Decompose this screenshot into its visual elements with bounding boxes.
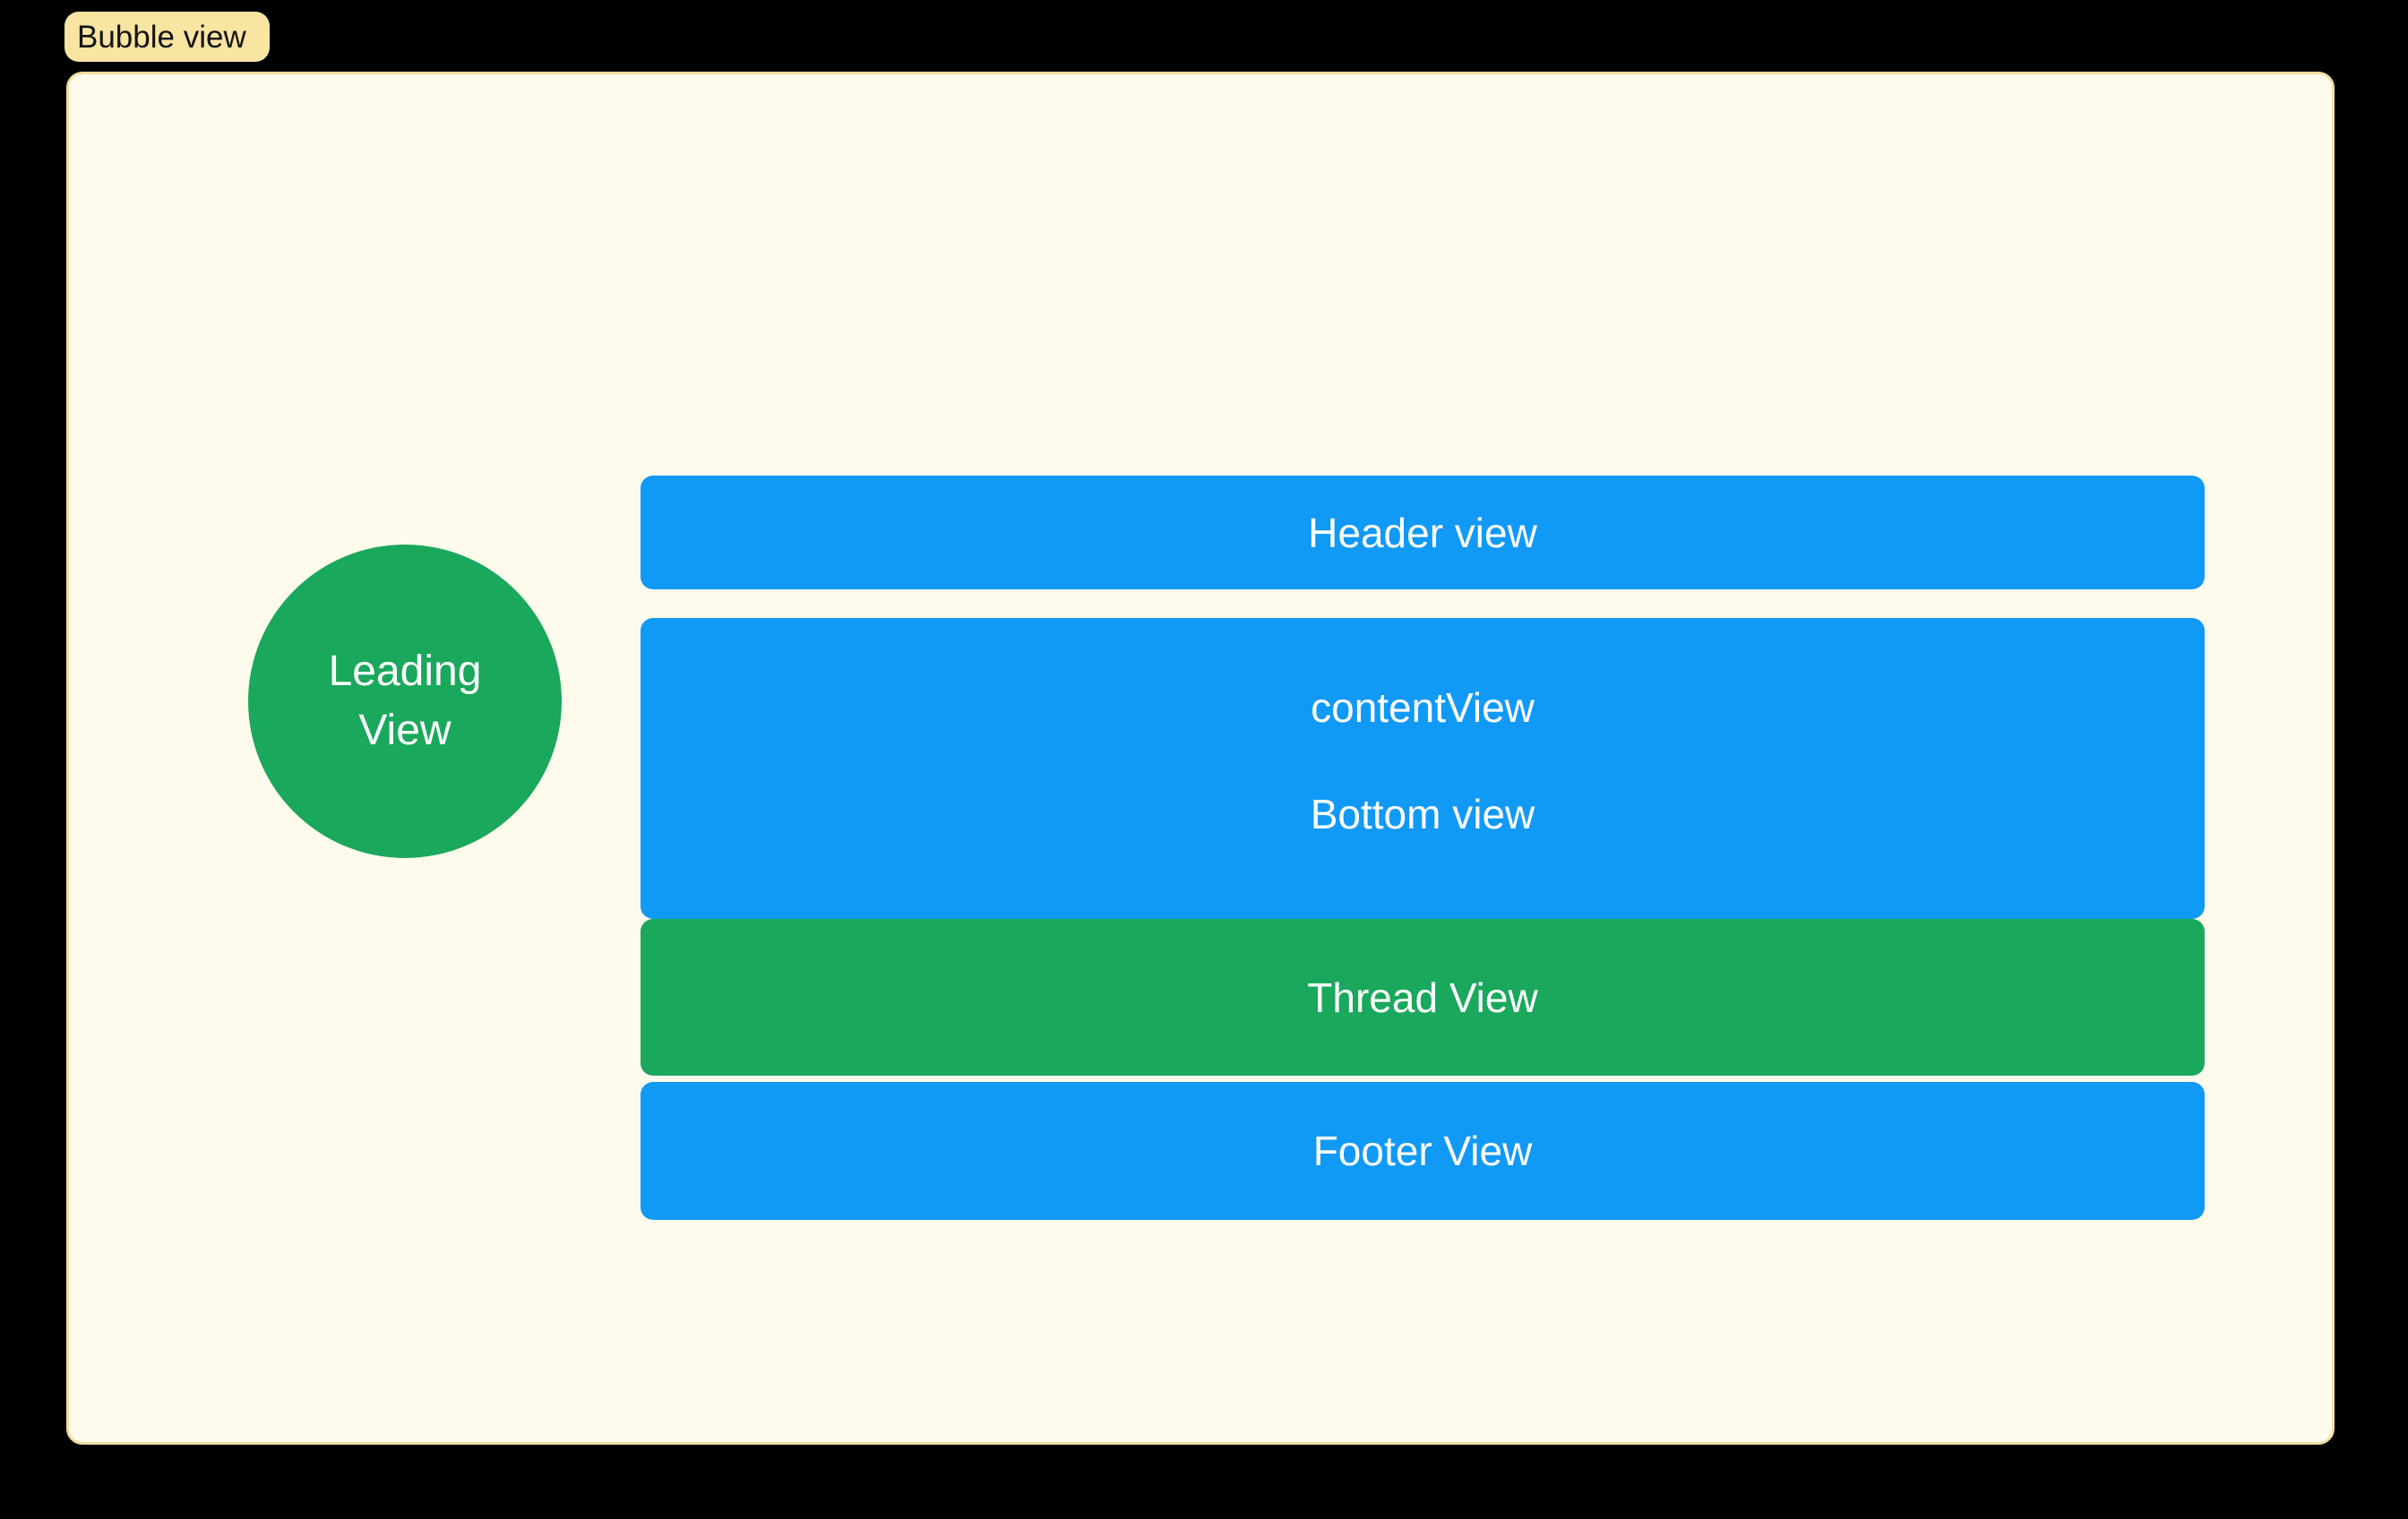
content-view-area: contentView: [641, 618, 2205, 797]
header-view-label: Header view: [1308, 509, 1537, 556]
bubble-view-badge: Bubble view: [64, 12, 270, 62]
bubble-view-container: Leading View Header view contentView Bot…: [66, 72, 2335, 1445]
content-view-block: contentView Bottom view: [641, 618, 2205, 919]
thread-view-bar: Thread View: [641, 919, 2205, 1076]
leading-view-circle: Leading View: [248, 545, 562, 858]
leading-view-label-line1: Leading: [328, 648, 482, 695]
bottom-view-label: Bottom view: [1310, 791, 1535, 837]
bottom-view-area: Bottom view: [641, 791, 2205, 919]
footer-view-label: Footer View: [1312, 1128, 1533, 1174]
leading-view-label-line2: View: [358, 707, 452, 754]
content-view-label: contentView: [1311, 684, 1535, 731]
footer-view-bar: Footer View: [641, 1082, 2205, 1220]
bubble-view-badge-label: Bubble view: [77, 19, 246, 55]
thread-view-label: Thread View: [1307, 974, 1538, 1021]
header-view-bar: Header view: [641, 476, 2205, 589]
